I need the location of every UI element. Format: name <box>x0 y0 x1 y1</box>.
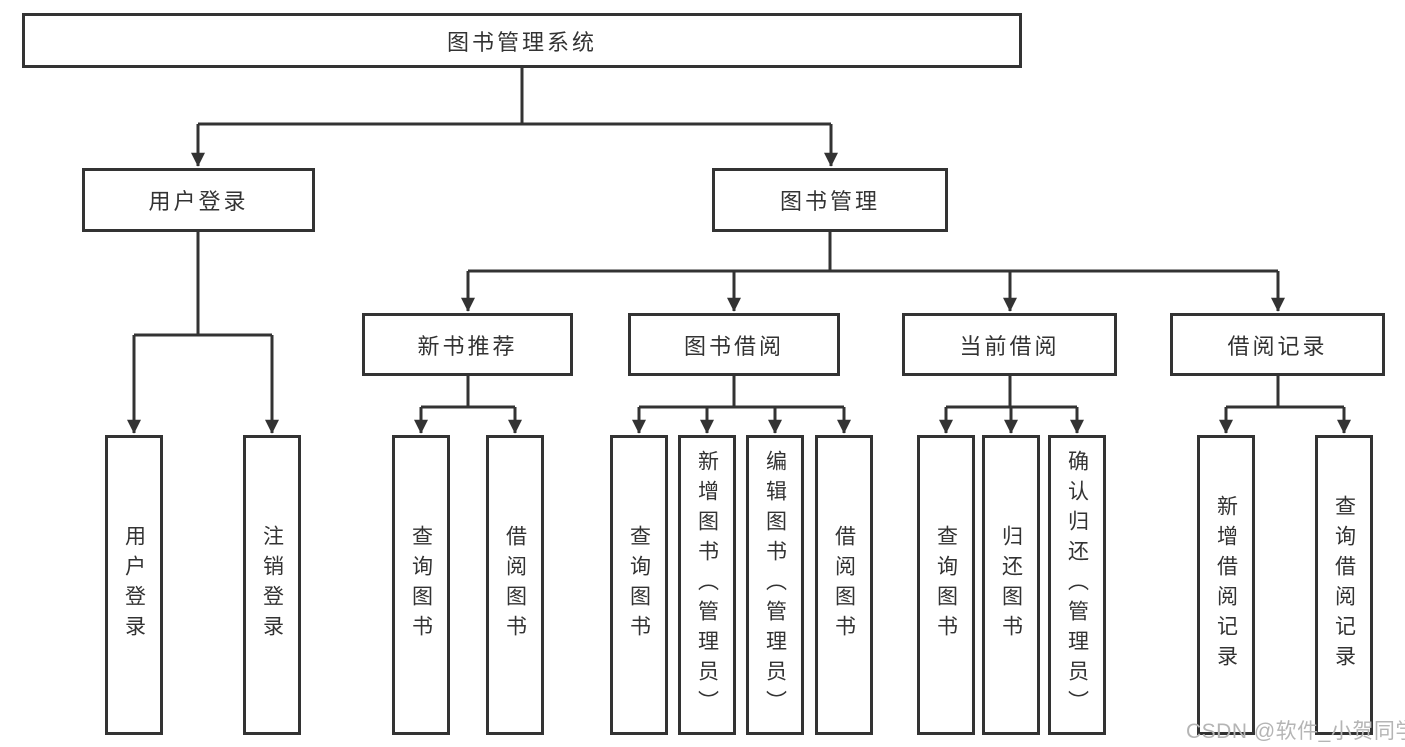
node-ul-logout: 注销登录 <box>243 435 301 735</box>
node-nb-query-label: 查询图书 <box>409 525 433 645</box>
node-bb-add: 新增图书（管理员） <box>678 435 736 735</box>
node-current-borrow: 当前借阅 <box>902 313 1117 376</box>
connector-root-trunk <box>198 68 831 126</box>
node-cb-return: 归还图书 <box>982 435 1040 735</box>
node-nb-borrow: 借阅图书 <box>486 435 544 735</box>
node-library-system: 图书管理系统 <box>22 13 1022 68</box>
connector-borrow-records-trunk <box>1226 376 1344 409</box>
node-ul-logout-label: 注销登录 <box>260 525 284 645</box>
node-borrow-records: 借阅记录 <box>1170 313 1385 376</box>
node-cb-return-label: 归还图书 <box>999 525 1023 645</box>
connector-book-borrow-trunk <box>639 376 844 409</box>
node-br-query-label: 查询借阅记录 <box>1332 495 1356 675</box>
node-ul-login: 用户登录 <box>105 435 163 735</box>
node-borrow-records-label: 借阅记录 <box>1227 333 1328 359</box>
node-cb-confirm-label: 确认归还（管理员） <box>1065 450 1089 720</box>
node-library-system-label: 图书管理系统 <box>446 29 597 55</box>
node-user-login: 用户登录 <box>82 168 315 232</box>
node-nb-query: 查询图书 <box>392 435 450 735</box>
node-br-add: 新增借阅记录 <box>1197 435 1255 735</box>
node-bb-query: 查询图书 <box>610 435 668 735</box>
node-bb-query-label: 查询图书 <box>627 525 651 645</box>
node-bb-borrow: 借阅图书 <box>815 435 873 735</box>
node-nb-borrow-label: 借阅图书 <box>503 525 527 645</box>
csdn-watermark: CSDN @软件_小贺同学 <box>1186 720 1405 743</box>
connector-book-mgmt-trunk <box>468 232 1278 273</box>
connector-user-login-trunk <box>134 232 272 337</box>
node-new-books: 新书推荐 <box>362 313 573 376</box>
node-book-mgmt: 图书管理 <box>712 168 948 232</box>
node-bb-edit: 编辑图书（管理员） <box>746 435 804 735</box>
node-current-borrow-label: 当前借阅 <box>959 333 1060 359</box>
node-bb-edit-label: 编辑图书（管理员） <box>763 450 787 720</box>
node-user-login-label: 用户登录 <box>148 189 249 214</box>
node-new-books-label: 新书推荐 <box>417 333 518 359</box>
node-cb-query-label: 查询图书 <box>934 525 958 645</box>
node-bb-borrow-label: 借阅图书 <box>832 525 856 645</box>
connector-new-books-trunk <box>421 376 515 409</box>
node-book-borrow-label: 图书借阅 <box>683 333 784 359</box>
node-bb-add-label: 新增图书（管理员） <box>695 450 719 720</box>
node-book-borrow: 图书借阅 <box>628 313 840 376</box>
node-cb-query: 查询图书 <box>917 435 975 735</box>
node-ul-login-label: 用户登录 <box>122 525 146 645</box>
connector-current-borrow-trunk <box>946 376 1077 409</box>
node-br-add-label: 新增借阅记录 <box>1214 495 1238 675</box>
node-book-mgmt-label: 图书管理 <box>779 189 880 214</box>
node-cb-confirm: 确认归还（管理员） <box>1048 435 1106 735</box>
node-br-query: 查询借阅记录 <box>1315 435 1373 735</box>
